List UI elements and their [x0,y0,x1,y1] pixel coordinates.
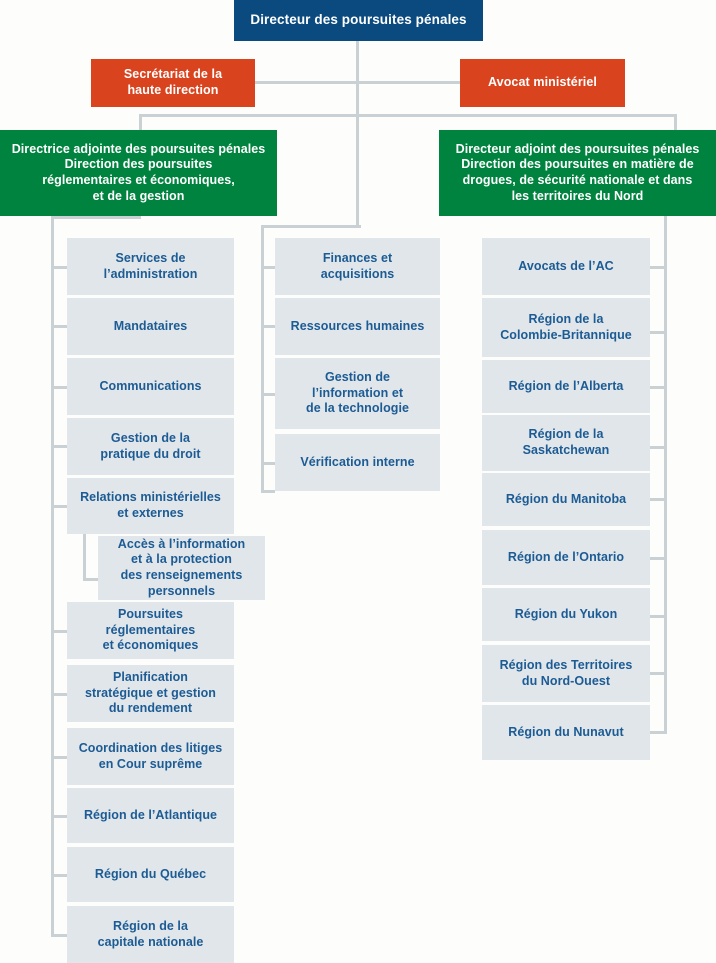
connector-root-trunk [356,41,359,227]
box-unit-avocats-ac[interactable]: Avocats de l’AC [482,238,650,295]
connector-subbranch-trunk [83,533,86,581]
connector-left-item-7 [51,693,68,696]
connector-right-item-4 [650,498,667,501]
connector-left-directorate-drop [139,114,142,130]
connector-left-item-1 [51,325,68,328]
box-label: Région de l’Alberta [508,378,624,393]
connector-left-trunk-head [51,216,141,219]
connector-subbranch-item [83,578,99,581]
box-label: Avocat ministériel [487,75,597,90]
connector-left-item-4 [51,505,68,508]
connector-right-item-6 [650,615,667,618]
connector-directorate-bus [139,114,677,117]
box-staff-avocat-ministeriel[interactable]: Avocat ministériel [460,59,625,107]
box-unit-region-alberta[interactable]: Région de l’Alberta [482,360,650,413]
box-label: Région du Manitoba [505,491,627,506]
box-unit-ressources-humaines[interactable]: Ressources humaines [275,298,440,355]
connector-middle-trunk-tail [261,490,275,493]
connector-middle-column-trunk [261,225,264,493]
connector-middle-item-1 [261,325,275,328]
connector-middle-item-3 [261,462,275,465]
box-label: Mandataires [113,318,188,333]
connector-root-to-secretariat [255,81,357,84]
connector-right-item-7 [650,672,667,675]
connector-right-item-3 [650,446,667,449]
connector-right-column-trunk [664,216,667,733]
box-label: Directeur adjoint des poursuites pénales… [455,141,700,203]
box-unit-verification-interne[interactable]: Vérification interne [275,434,440,491]
connector-left-item-11 [51,934,68,937]
box-unit-region-quebec[interactable]: Région du Québec [67,847,234,902]
connector-right-item-0 [650,266,667,269]
connector-left-item-8 [51,756,68,759]
connector-middle-item-0 [261,266,275,269]
box-directorate-regulatory-economic[interactable]: Directrice adjointe des poursuites pénal… [0,130,277,216]
box-label: Communications [99,378,202,393]
box-unit-region-atlantique[interactable]: Région de l’Atlantique [67,788,234,843]
connector-middle-trunk-head [261,225,361,228]
box-root-director[interactable]: Directeur des poursuites pénales [234,0,483,41]
box-label: Région de l’Ontario [507,549,625,564]
box-label: Directrice adjointe des poursuites pénal… [11,141,266,203]
connector-left-item-2 [51,386,68,389]
connector-middle-item-2 [261,393,275,396]
connector-left-column-trunk [51,216,54,934]
connector-right-item-2 [650,386,667,389]
box-unit-mandataires[interactable]: Mandataires [67,298,234,355]
box-label: Région du Québec [94,866,207,881]
connector-left-item-9 [51,815,68,818]
box-unit-region-ontario[interactable]: Région de l’Ontario [482,530,650,585]
box-unit-region-manitoba[interactable]: Région du Manitoba [482,473,650,526]
box-label: Directeur des poursuites pénales [250,12,467,28]
connector-left-item-10 [51,874,68,877]
box-directorate-drugs-national-security-north[interactable]: Directeur adjoint des poursuites pénales… [439,130,716,216]
connector-right-item-5 [650,557,667,560]
connector-left-item-3 [51,445,68,448]
box-label: Région de l’Atlantique [83,807,218,822]
box-unit-communications[interactable]: Communications [67,358,234,415]
connector-root-to-avocat [356,81,460,84]
box-label: Avocats de l’AC [518,258,614,273]
box-label: Vérification interne [300,454,415,469]
connector-left-item-0 [51,266,68,269]
connector-right-item-1 [650,331,667,334]
connector-left-item-6 [51,630,68,633]
connector-right-directorate-drop [674,114,677,130]
box-label: Région du Nunavut [508,724,624,739]
box-unit-region-yukon[interactable]: Région du Yukon [482,588,650,641]
connector-right-item-8 [650,731,667,734]
box-label: Ressources humaines [290,318,425,333]
box-label: Région du Yukon [514,606,618,621]
box-unit-region-nunavut[interactable]: Région du Nunavut [482,705,650,760]
